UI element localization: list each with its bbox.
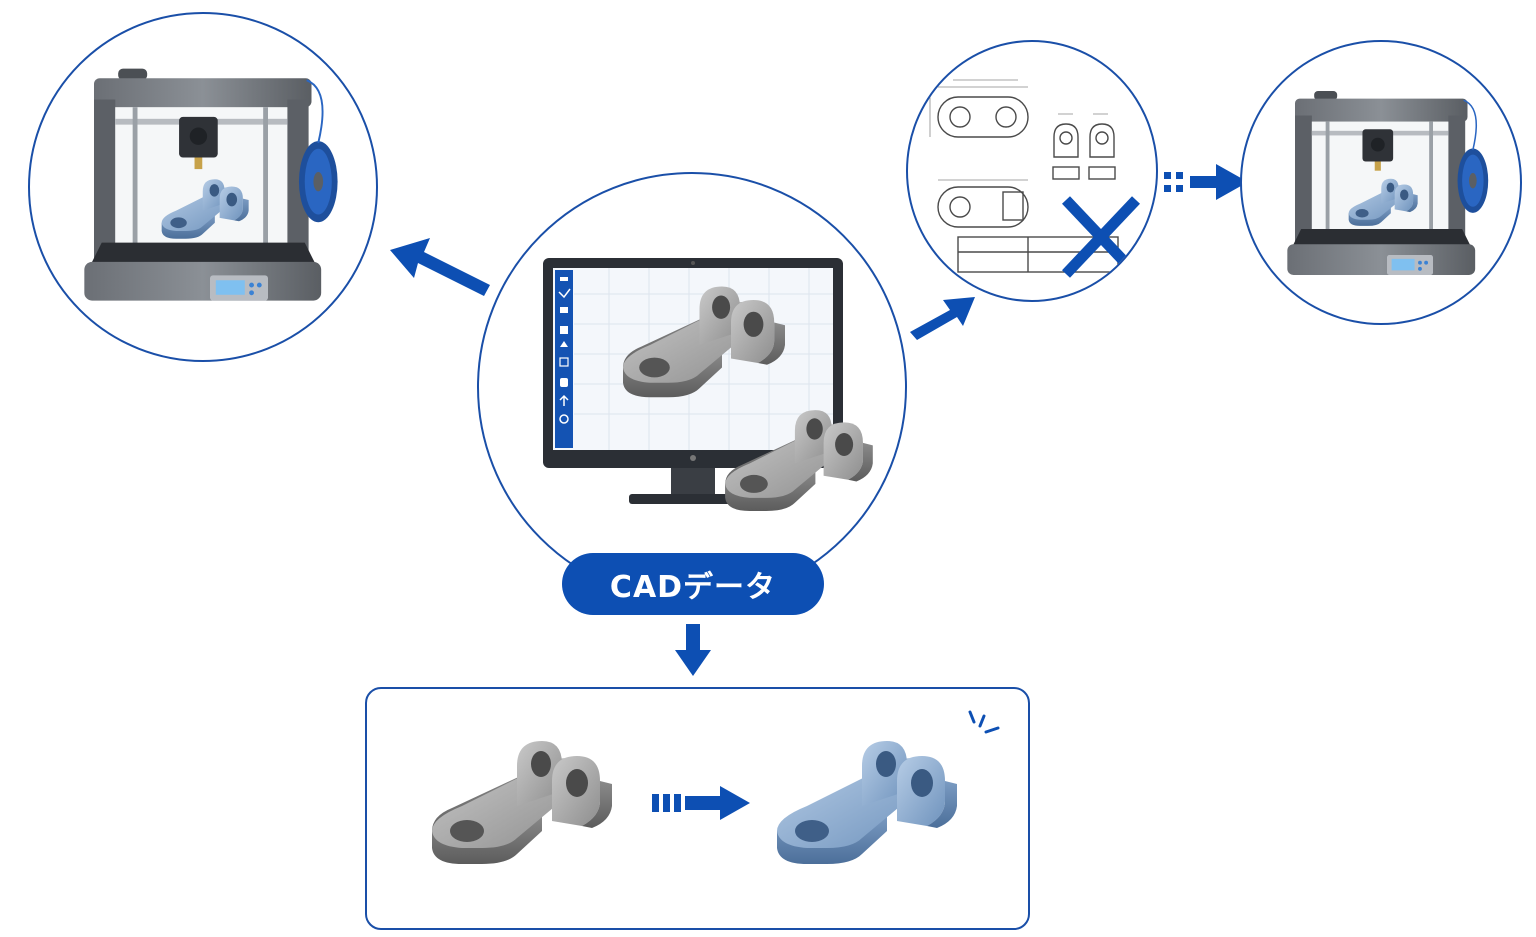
arrow-to-printer-right xyxy=(1164,164,1248,200)
conversion-box xyxy=(365,687,1030,930)
reject-x-icon xyxy=(1062,196,1140,278)
technical-drawing xyxy=(929,79,1140,278)
printer-circle-left xyxy=(28,12,378,362)
arrow-to-printer-left xyxy=(390,238,490,296)
sparkle-icon xyxy=(968,710,1000,734)
printer-illustration xyxy=(1272,82,1502,287)
printer-illustration xyxy=(65,59,355,314)
cad-monitor-scene xyxy=(543,258,873,511)
arrow-to-drawing xyxy=(910,297,975,340)
dashed-arrow xyxy=(652,786,750,820)
arrow-down xyxy=(675,624,711,676)
printed-part xyxy=(767,711,967,901)
cad-circle xyxy=(477,172,907,602)
cad-toolbar xyxy=(555,270,573,448)
printer-circle-right xyxy=(1240,40,1522,325)
drawing-circle xyxy=(906,40,1158,302)
cad-data-label: CADデータ xyxy=(562,553,824,615)
metal-part xyxy=(422,711,622,901)
